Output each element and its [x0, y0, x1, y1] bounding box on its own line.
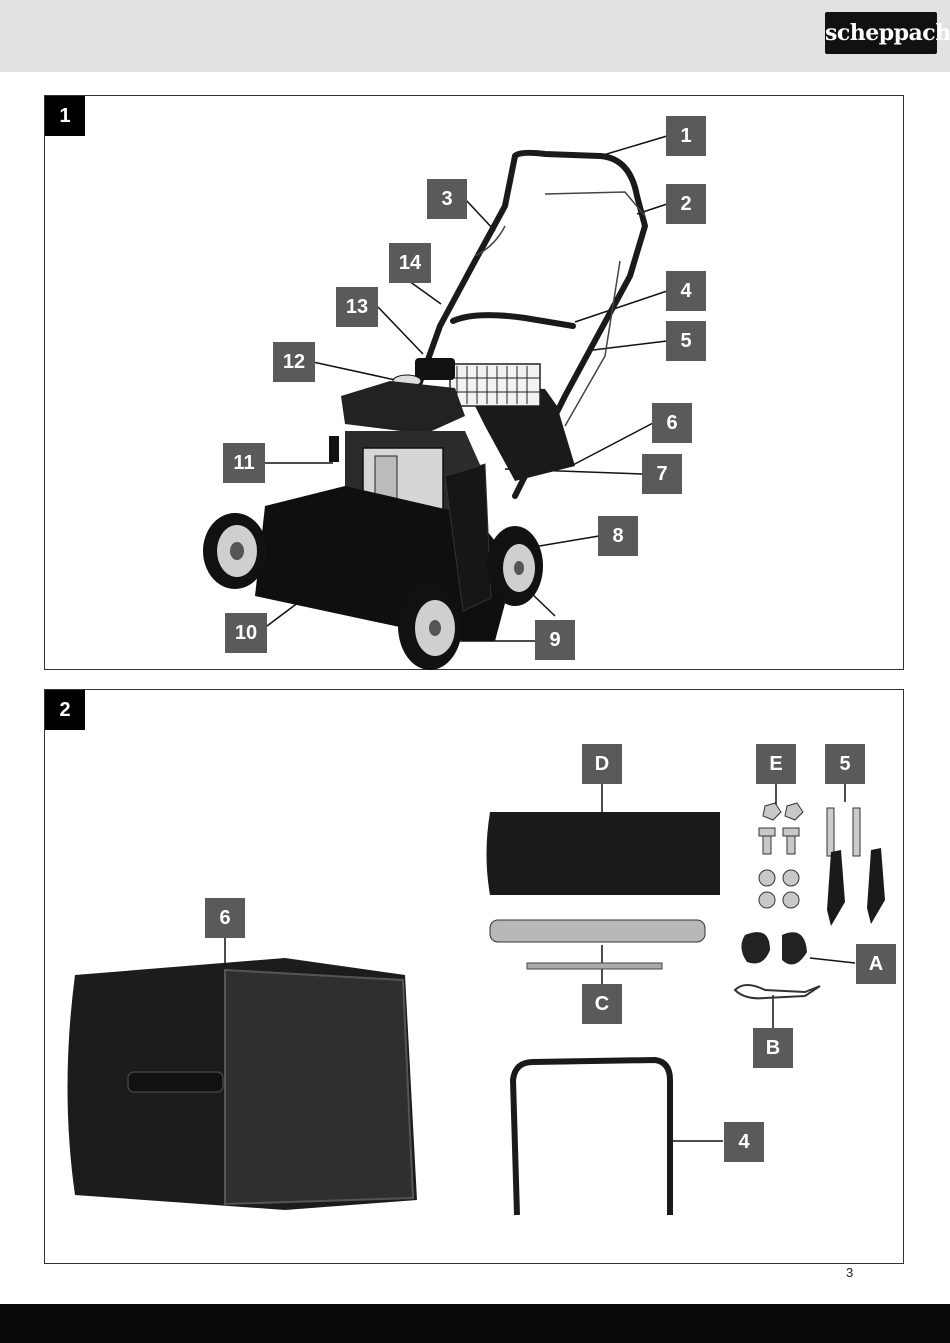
control-cables: [474, 191, 646, 427]
callout-8: 8: [598, 516, 638, 556]
grass-catcher-shape: [465, 386, 575, 481]
callout-4: 4: [666, 271, 706, 311]
footer-band: [0, 1304, 950, 1343]
figure-2-frame: 2: [44, 689, 904, 1264]
callout-2: 2: [666, 184, 706, 224]
handle-bar: [412, 149, 648, 499]
callout-6: 6: [652, 403, 692, 443]
callout-7: 7: [642, 454, 682, 494]
callout-a: A: [856, 944, 896, 984]
callout-14: 14: [389, 243, 431, 283]
tube-c: [489, 919, 706, 943]
rear-wheel-bottom: [398, 582, 462, 670]
front-left-wheel: [203, 513, 267, 589]
callout-10: 10: [225, 613, 267, 653]
header-band: [0, 0, 950, 72]
parts-illustration: [67, 784, 885, 1216]
callout-5: 5: [825, 744, 865, 784]
callout-5: 5: [666, 321, 706, 361]
fabric-bag-d: [486, 812, 720, 895]
scarifier-illustration: [203, 135, 668, 670]
callout-6: 6: [205, 898, 245, 938]
figure-2-number: 2: [45, 690, 85, 730]
figure-1-number: 1: [45, 96, 85, 136]
footer-contact-text: [190, 1311, 770, 1321]
callout-d: D: [582, 744, 622, 784]
spring-pin-b: [733, 984, 821, 1000]
figure-1-frame: 1: [44, 95, 904, 670]
fuel-cap-area: [415, 358, 455, 380]
hardware-e: [758, 802, 804, 909]
callout-c: C: [582, 984, 622, 1024]
callout-3: 3: [427, 179, 467, 219]
rear-wheel-top: [487, 526, 543, 606]
callout-11: 11: [223, 443, 265, 483]
callout-9: 9: [535, 620, 575, 660]
callout-12: 12: [273, 342, 315, 382]
callout-b: B: [753, 1028, 793, 1068]
callout-4: 4: [724, 1122, 764, 1162]
callout-1: 1: [666, 116, 706, 156]
brand-logo: scheppach: [825, 12, 950, 54]
fuel-tank: [341, 381, 465, 434]
callout-13: 13: [336, 287, 378, 327]
callout-e: E: [756, 744, 796, 784]
air-filter-grill: [450, 366, 540, 404]
page-number: 3: [846, 1265, 854, 1280]
clip-a-1: [741, 932, 770, 964]
clip-a-2: [782, 932, 807, 965]
bolts-5: [826, 807, 885, 926]
bracket-4: [509, 1056, 673, 1216]
